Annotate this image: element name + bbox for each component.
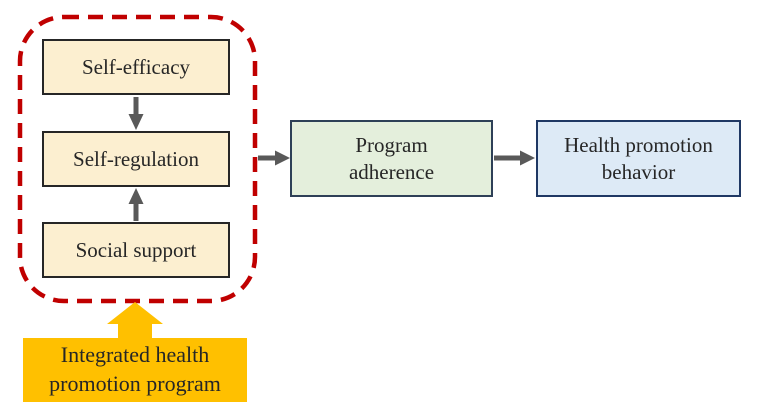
dashed-group-outline: [17, 14, 258, 304]
arrow-self-efficacy-to-self-regulation: [128, 97, 144, 130]
box-health-promotion-behavior: Health promotion behavior: [536, 120, 741, 197]
box-integrated-health-promotion-program: Integrated health promotion program: [23, 338, 247, 402]
arrow-social-support-to-self-regulation: [128, 188, 144, 221]
box-health-promotion-behavior-label: Health promotion behavior: [564, 133, 713, 184]
box-self-regulation: Self-regulation: [42, 131, 230, 187]
arrow-program-adherence-to-health-promotion-behavior: [494, 150, 535, 166]
box-integrated-health-promotion-program-label: Integrated health promotion program: [49, 342, 221, 396]
box-social-support: Social support: [42, 222, 230, 278]
box-self-efficacy-label: Self-efficacy: [81, 54, 191, 79]
box-self-regulation-label: Self-regulation: [73, 146, 199, 171]
box-program-adherence-label: Program adherence: [348, 133, 435, 184]
box-program-adherence: Program adherence: [290, 120, 493, 197]
box-social-support-label: Social support: [75, 237, 197, 262]
arrow-group-to-program-adherence: [258, 150, 290, 166]
box-self-efficacy: Self-efficacy: [42, 39, 230, 95]
block-arrow-intervention-to-group: [107, 302, 163, 340]
